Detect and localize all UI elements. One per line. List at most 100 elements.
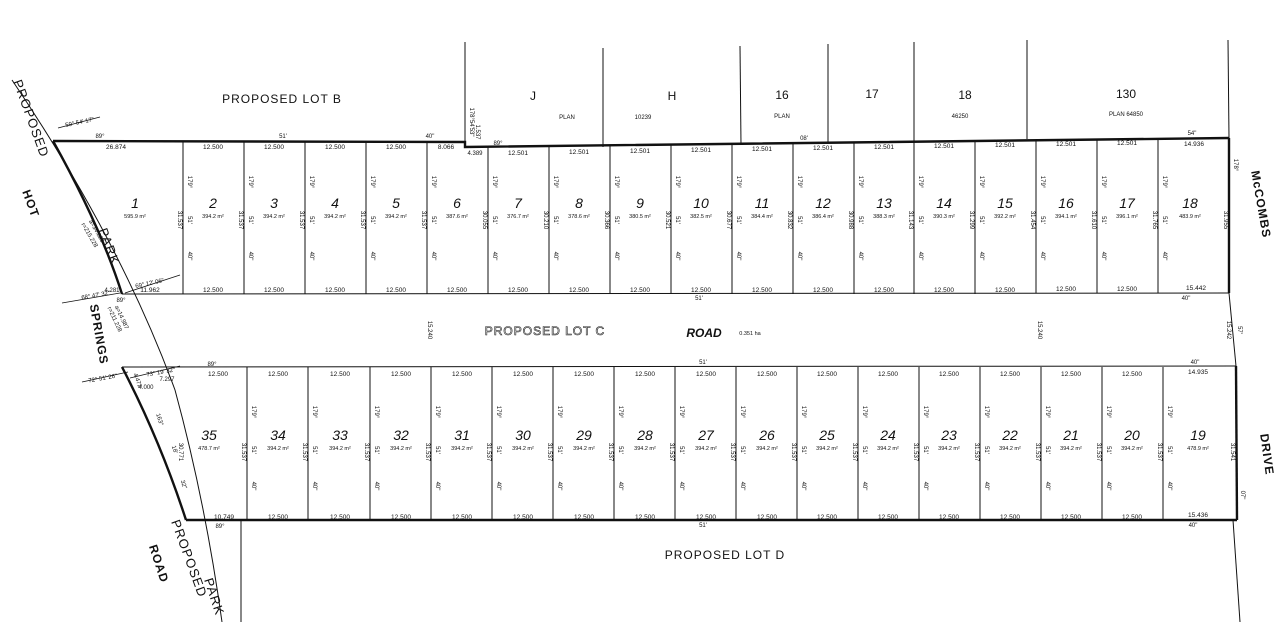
lot-number: 1	[131, 195, 139, 211]
lot-bearing-deg: 179°	[369, 176, 375, 189]
lot-area: 394.2 m²	[1060, 446, 1082, 452]
lot-bearing-min: 51'	[491, 216, 497, 224]
lot-bearing-deg: 179°	[735, 176, 741, 189]
lot-front-dim: 12.500	[878, 371, 898, 378]
lot-number: 11	[755, 195, 770, 211]
adjacent-parcel-plan: PLAN 64850	[1109, 112, 1144, 118]
lot-area: 478.7 m²	[198, 446, 220, 452]
street-hot: HOT	[19, 188, 42, 219]
lot-bearing-sec: 40"	[922, 482, 928, 491]
west-bearing: 69° 12' 06"	[135, 278, 165, 290]
lot-number: 26	[758, 427, 775, 443]
lot-area: 394.2 m²	[877, 446, 899, 452]
chord-dim: 4.472	[132, 373, 143, 390]
adjacent-parcel-plan: 46250	[952, 114, 969, 120]
lot-bearing-deg: 179°	[1161, 176, 1167, 189]
lot-area: 394.2 m²	[451, 446, 473, 452]
proposed-lot-b-label: PROPOSED LOT B	[222, 92, 342, 106]
bearing-label: 89°	[215, 524, 225, 530]
adjacent-parcel-plan: PLAN	[774, 114, 790, 120]
lot-depth-dim: 31.537	[424, 443, 430, 462]
lot-bearing-min: 51'	[983, 446, 989, 454]
lot-rear-dim: 11.962	[140, 287, 160, 294]
lot-bearing-min: 51'	[556, 446, 562, 454]
lot-depth-dim: 31.454	[1029, 211, 1035, 230]
lot-depth-dim: 30.055	[481, 211, 487, 230]
lot-rear-dim: 12.500	[268, 514, 288, 521]
west-bearing: 163°	[154, 413, 164, 427]
nw-bearing: 178°54'53"	[468, 107, 474, 136]
lot-bearing-min: 51'	[311, 446, 317, 454]
lot-bearing-deg: 179°	[739, 406, 745, 419]
adjacent-parcel-id: H	[668, 89, 677, 103]
lot-depth-dim: 31.955	[1222, 211, 1228, 230]
lot-front-dim: 12.501	[1056, 141, 1076, 148]
lot-front-dim: 12.501	[630, 148, 650, 155]
lot-bearing-sec: 40"	[617, 482, 623, 491]
chord-dim: 4.281	[104, 288, 120, 294]
lot-depth-dim: 31.537	[607, 443, 613, 462]
south-block-outline	[121, 292, 1239, 522]
bearing-label: 89°	[207, 362, 217, 368]
lot-bearing-deg: 179°	[796, 176, 802, 189]
lot-number: 32	[393, 427, 409, 443]
lot-rear-dim: 12.500	[939, 514, 959, 521]
lot-bearing-sec: 40"	[613, 252, 619, 261]
street-park: PARK	[96, 226, 123, 267]
lot-front-dim: 12.500	[757, 371, 777, 378]
lot-front-dim: 12.500	[939, 371, 959, 378]
lot-bearing-sec: 40"	[857, 252, 863, 261]
west-bearing: 73° 19' 32"	[146, 368, 176, 379]
lot-area: 394.2 m²	[1121, 446, 1143, 452]
lot-area: 478.9 m²	[1187, 446, 1209, 452]
lot-bearing-sec: 40"	[674, 252, 680, 261]
lot-area: 394.2 m²	[999, 446, 1021, 452]
lot-front-dim: 12.500	[1122, 371, 1142, 378]
lot-bearing-min: 51'	[247, 216, 253, 224]
lot-area: 378.6 m²	[568, 214, 590, 220]
lot-front-dim: 12.500	[1000, 371, 1020, 378]
lot-depth-dim: 30.366	[603, 211, 609, 230]
lot-bearing-sec: 40"	[735, 252, 741, 261]
lot-area: 394.2 m²	[263, 214, 285, 220]
lot-bearing-sec: 40"	[430, 252, 436, 261]
lot-number: 27	[697, 427, 715, 443]
lot-rear-dim: 12.500	[391, 514, 411, 521]
lot-depth-dim: 31.537	[1156, 443, 1162, 462]
lot-rear-dim: 12.500	[752, 287, 772, 294]
lot-rear-dim: 12.500	[1061, 514, 1081, 521]
lot-bearing-deg: 179°	[978, 176, 984, 189]
east-bearing: 07"	[1239, 491, 1245, 500]
bearing-label: 40"	[426, 134, 435, 140]
lot-bearing-deg: 179°	[922, 406, 928, 419]
lot-bearing-min: 51'	[917, 216, 923, 224]
street-proposed-nw: PROPOSED	[10, 78, 52, 160]
lot-bearing-min: 51'	[1044, 446, 1050, 454]
lot-bearing-deg: 179°	[434, 406, 440, 419]
lot-rear-dim: 12.500	[813, 287, 833, 294]
bearing-label: 51'	[695, 296, 703, 302]
lot-depth-dim: 30.771	[177, 443, 183, 462]
lot-bearing-sec: 40"	[434, 482, 440, 491]
lot-depth-dim: 31.299	[968, 211, 974, 230]
lot-bearing-min: 51'	[250, 446, 256, 454]
lot-bearing-min: 51'	[857, 216, 863, 224]
lot-front-dim: 12.501	[691, 147, 711, 154]
lot-bearing-deg: 179°	[917, 176, 923, 189]
lot-number: 14	[936, 195, 952, 211]
adjacent-parcel-id: 17	[865, 87, 879, 101]
lot-bearing-sec: 40"	[186, 252, 192, 261]
lot-rear-dim: 12.500	[817, 514, 837, 521]
lot-depth-dim: 31.537	[668, 443, 674, 462]
lot-area: 387.6 m²	[446, 214, 468, 220]
lot-bearing-min: 51'	[430, 216, 436, 224]
lot-bearing-sec: 40"	[1166, 482, 1172, 491]
lot-rear-dim: 15.442	[1186, 285, 1206, 292]
lot-bearing-deg: 179°	[1105, 406, 1111, 419]
lot-depth-dim: 31.537	[973, 443, 979, 462]
lot-area: 394.2 m²	[202, 214, 224, 220]
south-lot-bearings: 179° 51' 40" 179° 51' 40" 179° 51' 40" 1…	[250, 406, 1172, 491]
lot-number: 22	[1001, 427, 1018, 443]
lot-rear-dim: 12.500	[1056, 286, 1076, 293]
